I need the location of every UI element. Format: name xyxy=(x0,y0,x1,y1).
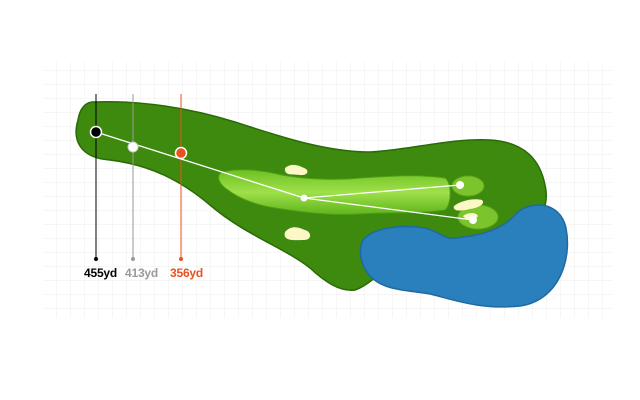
route-line-lower xyxy=(303,197,474,221)
tee-yardage-white: 413yd xyxy=(125,266,159,280)
tee-marker-white[interactable] xyxy=(127,141,139,153)
tee-stem-end-white xyxy=(131,257,135,261)
bunker-green-1 xyxy=(453,199,484,211)
fairway xyxy=(218,169,451,216)
tee-yardage-red: 356yd xyxy=(170,266,204,280)
pin-upper[interactable] xyxy=(456,181,464,189)
pin-lower[interactable] xyxy=(469,216,477,224)
tee-marker-black[interactable] xyxy=(89,125,103,139)
bunker-bottom xyxy=(284,227,311,241)
tee-stem-end-red xyxy=(179,257,183,261)
water-hazard xyxy=(359,204,569,308)
tee-yardage-black: 455yd xyxy=(84,266,118,280)
tee-stem-end-black xyxy=(94,257,98,261)
tee-marker-red[interactable] xyxy=(174,146,188,160)
layup-point[interactable] xyxy=(300,194,308,202)
bunker-top xyxy=(284,164,308,176)
